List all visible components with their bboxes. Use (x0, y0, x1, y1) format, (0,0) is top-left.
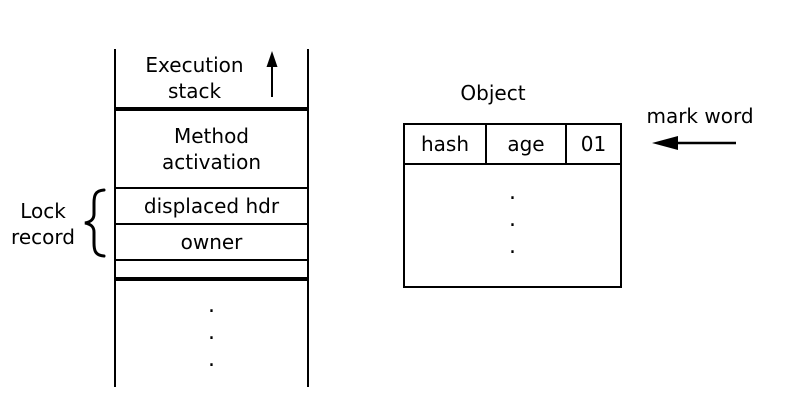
object-title: Object (460, 81, 526, 105)
object-header-row: hash age 01 (405, 125, 620, 165)
ellipsis-dot: . (208, 320, 215, 345)
ellipsis-dot: . (208, 347, 215, 372)
curly-brace-icon (84, 188, 106, 258)
left-arrow-icon (652, 136, 736, 150)
object-table: hash age 01 . . . (403, 123, 622, 288)
stack-row-owner: owner (116, 225, 307, 261)
execution-stack-title-line2: stack (167, 79, 222, 103)
method-activation-line2: activation (161, 150, 262, 174)
lock-record-label: Lock record (6, 198, 80, 250)
method-activation-label: Method activation (162, 123, 261, 175)
object-cell-hash: hash (405, 125, 487, 163)
ellipsis-dot: . (509, 207, 516, 232)
lock-record-label-line1: Lock (20, 199, 66, 223)
mark-word-label: mark word (646, 104, 754, 128)
execution-stack: Execution stack Method activation displa… (114, 49, 309, 387)
method-activation-line1: Method (173, 124, 249, 148)
stack-ellipsis-section: . . . (116, 281, 307, 387)
ellipsis-dot: . (509, 234, 516, 259)
execution-stack-title: Execution stack (145, 52, 243, 104)
up-arrow-icon (266, 51, 278, 97)
stack-row-empty (116, 261, 307, 281)
object-ellipsis: . . . (405, 165, 620, 286)
execution-stack-title-line1: Execution (145, 53, 244, 77)
stack-section-execution-stack: Execution stack (116, 49, 307, 111)
object-body: . . . (405, 165, 620, 286)
ellipsis-dot: . (509, 180, 516, 205)
lock-record-label-line2: record (11, 225, 75, 249)
stack-ellipsis: . . . (116, 281, 307, 387)
stack-row-displaced-hdr: displaced hdr (116, 189, 307, 225)
object-cell-lock-bits: 01 (580, 132, 607, 156)
ellipsis-dot: . (208, 293, 215, 318)
object-cell-age: age (487, 125, 567, 163)
stack-row-method-activation: Method activation (116, 111, 307, 189)
